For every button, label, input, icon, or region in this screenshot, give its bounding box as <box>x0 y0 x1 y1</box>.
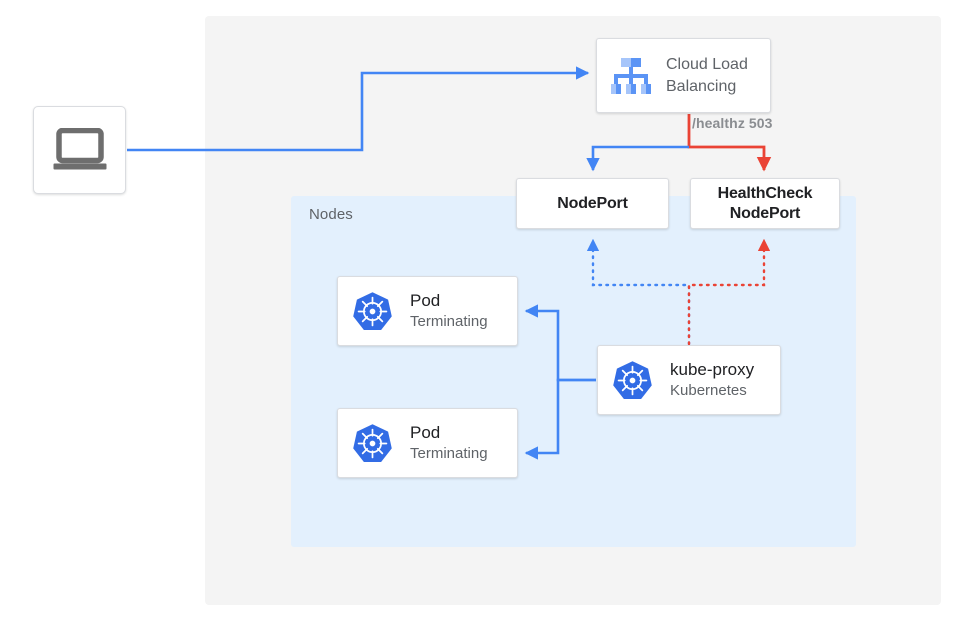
healthcheck-nodeport-label-line-2: NodePort <box>729 204 801 222</box>
cloud-load-balancing-icon <box>608 55 654 97</box>
pod-2-text: Pod Terminating <box>410 423 488 463</box>
healthcheck-nodeport-node[interactable]: HealthCheck NodePort <box>690 178 840 229</box>
healthcheck-nodeport-label: HealthCheck NodePort <box>718 184 813 224</box>
cloud-load-balancing-label-line-1: Cloud Load <box>666 56 748 74</box>
pod-2-title: Pod <box>410 422 441 442</box>
cloud-load-balancing-node[interactable]: Cloud Load Balancing <box>596 38 771 113</box>
pod-2-status: Terminating <box>410 445 488 463</box>
pod-node-1[interactable]: Pod Terminating <box>337 276 518 346</box>
kubernetes-icon <box>352 291 393 332</box>
pod-1-text: Pod Terminating <box>410 291 488 331</box>
kubernetes-icon <box>352 423 393 464</box>
pod-node-2[interactable]: Pod Terminating <box>337 408 518 478</box>
cloud-load-balancing-label: Cloud Load Balancing <box>666 54 748 97</box>
pod-1-status: Terminating <box>410 313 488 331</box>
healthcheck-nodeport-label-line-1: HealthCheck <box>717 184 813 202</box>
healthz-edge-label: /healthz 503 <box>692 115 773 131</box>
cloud-load-balancing-label-line-2: Balancing <box>666 77 737 95</box>
kube-proxy-title: kube-proxy <box>670 359 755 379</box>
nodes-region-label: Nodes <box>309 206 353 223</box>
nodeport-node[interactable]: NodePort <box>516 178 669 229</box>
kube-proxy-subtitle: Kubernetes <box>670 382 747 400</box>
nodeport-label: NodePort <box>557 194 628 212</box>
laptop-icon <box>52 128 108 172</box>
kube-proxy-text: kube-proxy Kubernetes <box>670 360 754 400</box>
client-node[interactable] <box>33 106 126 194</box>
kubernetes-icon <box>612 360 653 401</box>
pod-1-title: Pod <box>410 290 441 310</box>
kube-proxy-node[interactable]: kube-proxy Kubernetes <box>597 345 781 415</box>
